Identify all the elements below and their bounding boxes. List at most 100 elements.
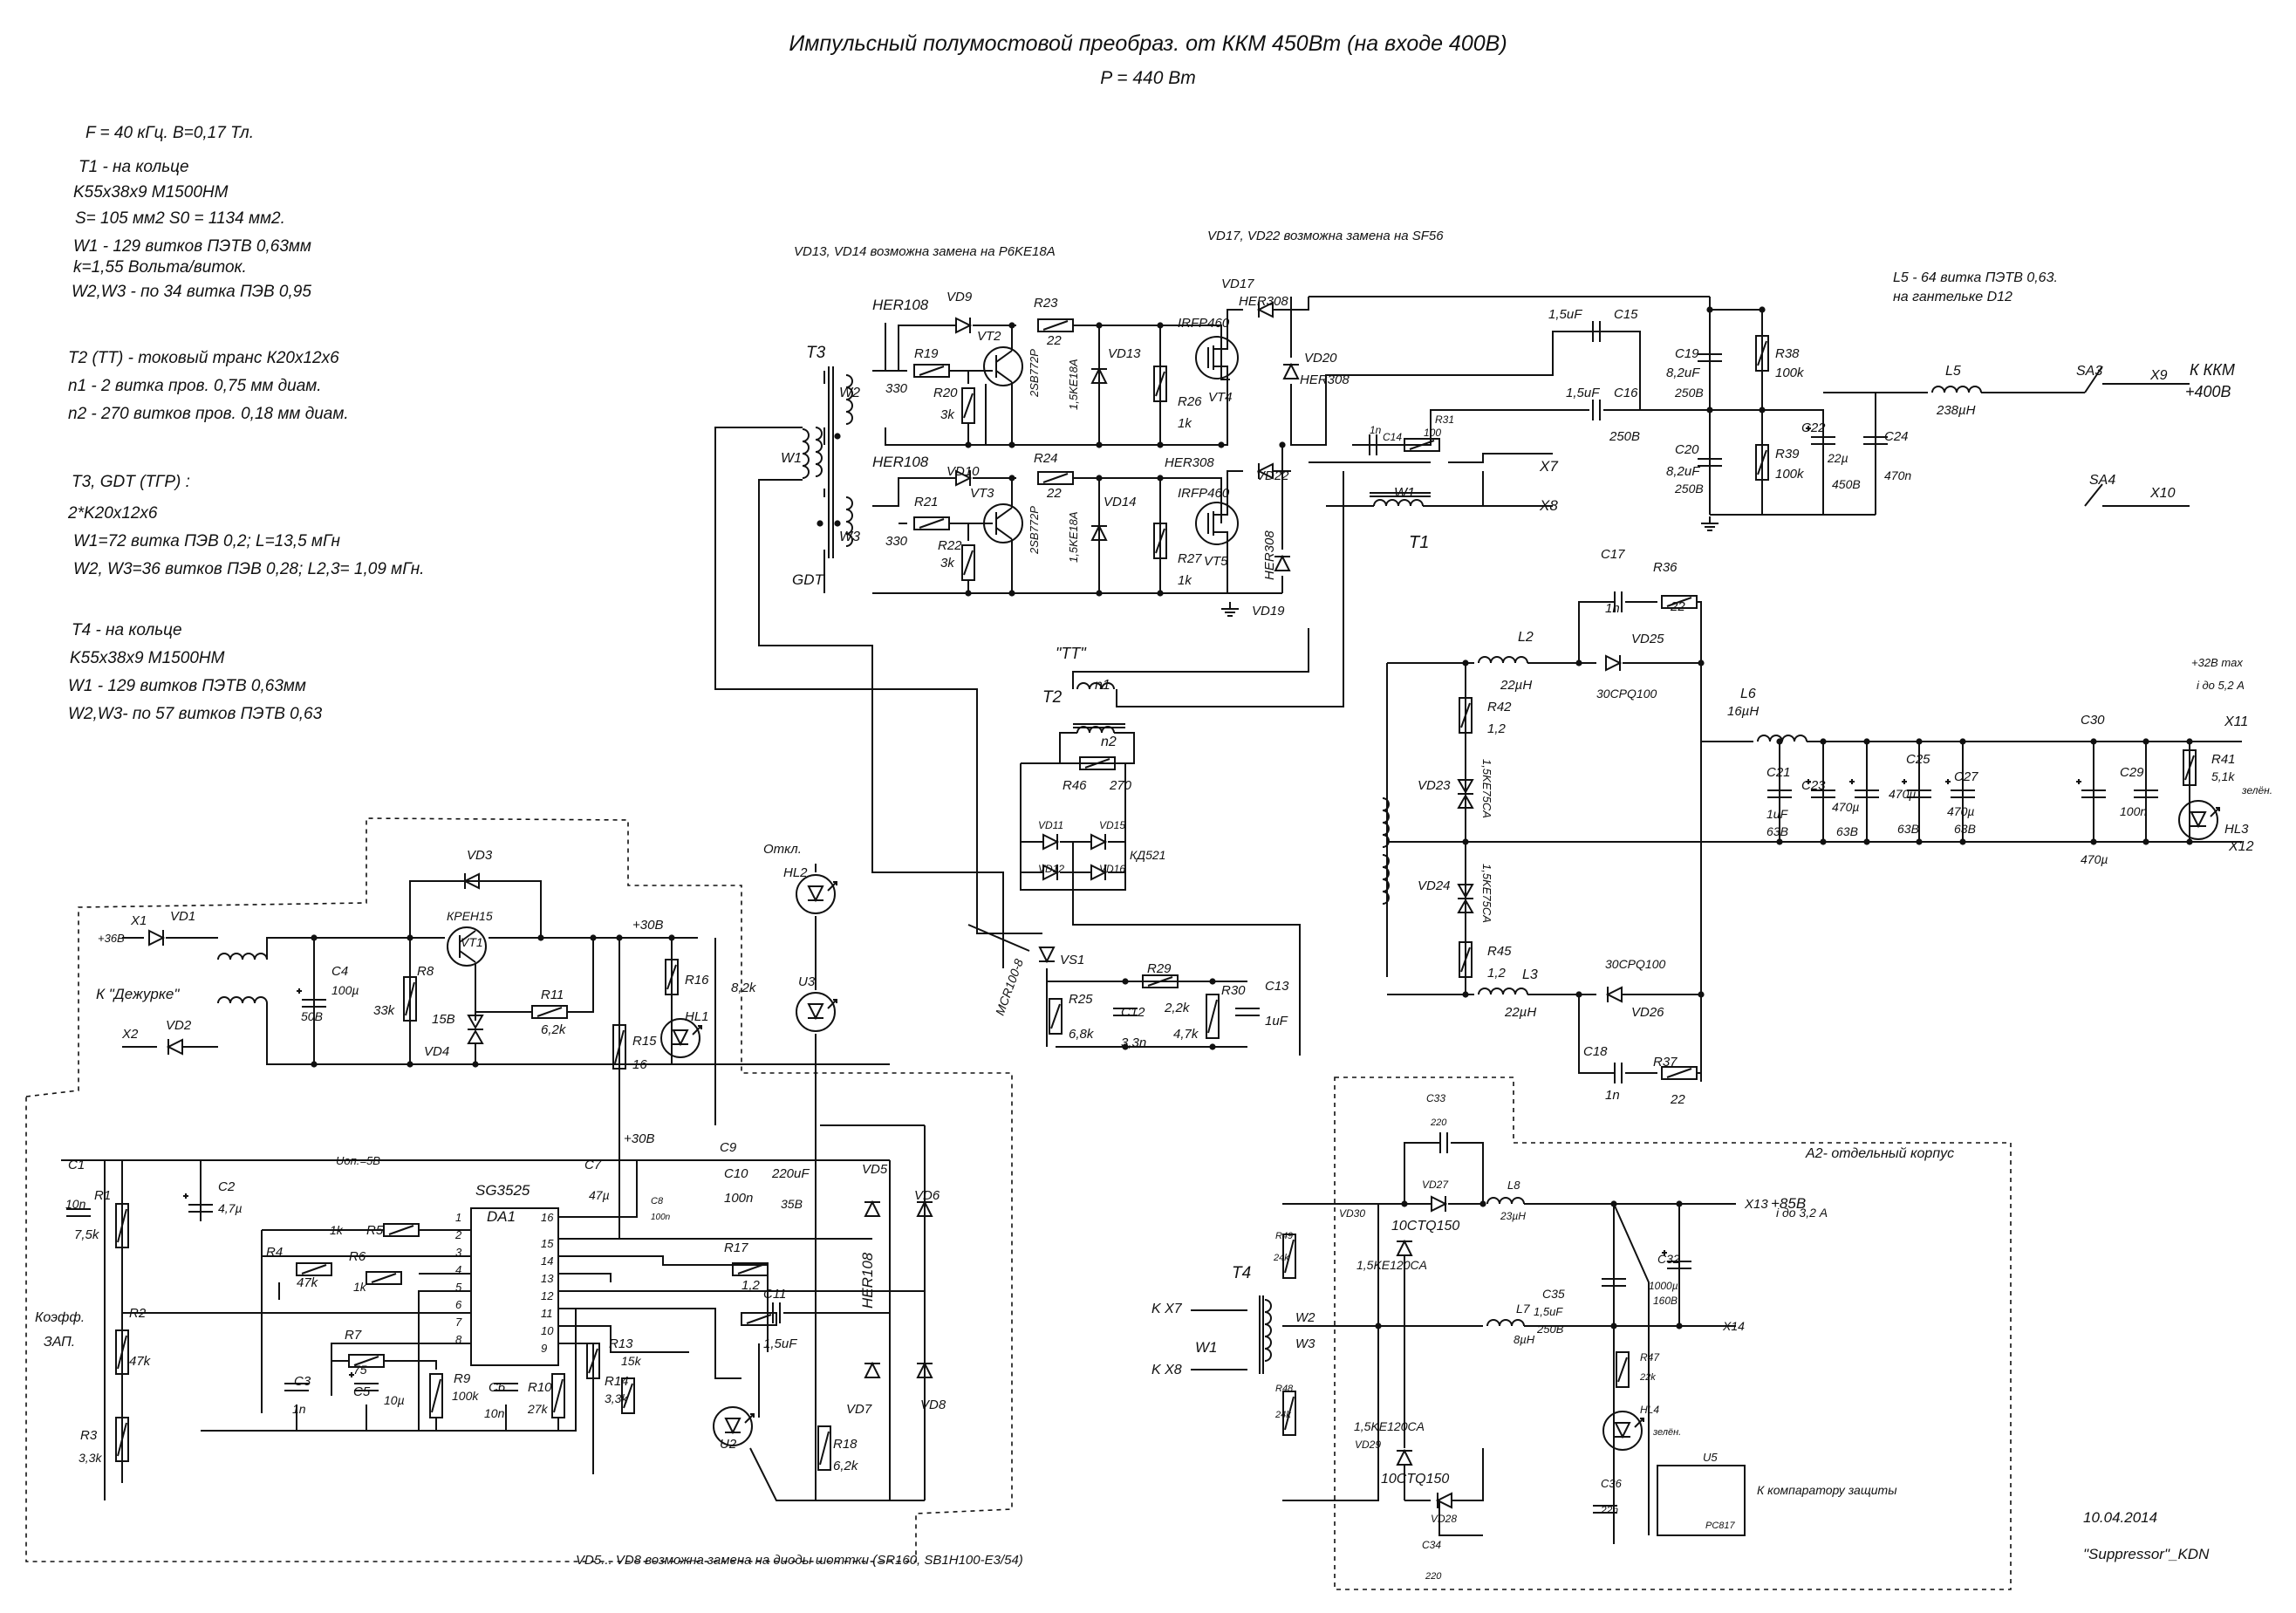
label-v15: 15B xyxy=(432,1012,455,1027)
label-r41: R41 xyxy=(2211,752,2236,767)
resistor-slash xyxy=(301,1264,327,1275)
note-line: T1 - на кольце xyxy=(79,158,189,176)
transistor-body xyxy=(983,346,1023,386)
resistor-slash xyxy=(963,550,974,576)
resistor-slash xyxy=(1460,947,1471,973)
note-line: n2 - 270 витков пров. 0,18 мм диам. xyxy=(68,405,349,423)
resistor xyxy=(913,516,950,530)
label-c19: C19 xyxy=(1675,346,1699,361)
diode xyxy=(807,885,824,903)
label-x9: X9 xyxy=(2149,368,2168,383)
resistor-slash xyxy=(117,1335,127,1370)
label-r17v: 1,2 xyxy=(741,1278,761,1293)
label-kzap: Коэфф. xyxy=(35,1310,85,1325)
label-c7v: 47µ xyxy=(589,1188,610,1202)
label-r19: R19 xyxy=(914,346,939,361)
label-c11v: 1,5uF xyxy=(763,1336,797,1351)
label-r38v: 100k xyxy=(1775,366,1805,380)
label-p7: 7 xyxy=(455,1316,462,1329)
label-vd28: VD28 xyxy=(1431,1513,1457,1525)
label-vd25: VD25 xyxy=(1631,632,1664,646)
label-c21v: 1uF xyxy=(1766,807,1789,821)
label-vd14: VD14 xyxy=(1104,495,1137,509)
label-r27v: 1k xyxy=(1178,573,1192,588)
note-line: W2,W3- по 57 витков ПЭТВ 0,63 xyxy=(68,705,323,723)
inductor xyxy=(1478,988,1528,995)
label-vd26: VD26 xyxy=(1631,1005,1664,1020)
inductor xyxy=(1373,499,1424,507)
label-kren: КРЕН15 xyxy=(447,909,493,923)
note-vd5: VD5... VD8 возможна замена на диоды шотт… xyxy=(576,1553,1023,1568)
label-r13: R13 xyxy=(609,1336,633,1351)
wire xyxy=(899,379,1228,446)
label-vd17: VD17 xyxy=(1221,277,1254,291)
label-her308b: HER308 xyxy=(1300,372,1350,387)
diode xyxy=(2190,811,2207,829)
label-r5v: 1k xyxy=(330,1223,344,1237)
resistor-slash xyxy=(1409,440,1435,450)
label-c21b: 63B xyxy=(1766,824,1788,838)
label-r23v: 22 xyxy=(1046,333,1062,348)
label-r14: R14 xyxy=(605,1374,629,1389)
label-p36: +36B xyxy=(98,932,125,945)
label-r21: R21 xyxy=(914,495,939,509)
resistor xyxy=(403,976,417,1022)
label-otkl: Откл. xyxy=(763,842,802,857)
label-x12: X12 xyxy=(2228,839,2254,854)
resistor-slash xyxy=(536,1007,563,1017)
label-r39: R39 xyxy=(1775,447,1800,461)
junction-dot xyxy=(1776,838,1783,845)
note-a2: A2- отдельный корпус xyxy=(1806,1146,1955,1161)
resistor xyxy=(531,1005,568,1019)
label-r30v: 4,7k xyxy=(1173,1027,1199,1042)
note-date: 10.04.2014 xyxy=(2083,1509,2158,1526)
label-c2: C2 xyxy=(218,1179,236,1194)
led-ray xyxy=(744,1413,755,1424)
label-r46v: 270 xyxy=(1109,778,1132,793)
wire xyxy=(1059,732,1135,764)
polarity-plus xyxy=(1662,1250,1667,1255)
label-c3v: 1n xyxy=(292,1402,306,1416)
label-r21v: 330 xyxy=(885,534,908,549)
resistor-slash xyxy=(371,1273,397,1283)
inductor xyxy=(217,953,268,960)
label-r20: R20 xyxy=(933,386,958,400)
label-c35v: 1,5uF xyxy=(1534,1305,1563,1318)
junction-dot xyxy=(1575,991,1582,998)
resistor xyxy=(913,364,950,378)
label-hl1: HL1 xyxy=(685,1009,709,1024)
winding xyxy=(1382,797,1390,848)
polarity-plus xyxy=(1902,779,1907,784)
resistor xyxy=(1459,697,1473,734)
label-r48v: 24k xyxy=(1274,1410,1291,1420)
label-vd16: VD16 xyxy=(1099,863,1125,875)
label-vd13: VD13 xyxy=(1108,346,1141,361)
label-l3: L3 xyxy=(1522,967,1538,982)
wire xyxy=(1072,628,1309,689)
label-w2b: W2 xyxy=(1295,1310,1315,1325)
label-l2: L2 xyxy=(1518,630,1534,645)
diode xyxy=(1042,864,1060,881)
label-r9: R9 xyxy=(454,1371,471,1386)
resistor xyxy=(1616,1351,1630,1388)
resistor xyxy=(348,1354,385,1368)
wire xyxy=(1451,1142,1484,1204)
label-r1: R1 xyxy=(94,1188,111,1203)
label-r41v: 5,1k xyxy=(2211,769,2235,783)
resistor-slash xyxy=(1284,1239,1295,1274)
resistor xyxy=(1037,471,1074,485)
resistor-slash xyxy=(1155,371,1165,397)
label-p400: +400В xyxy=(2185,383,2231,400)
junction-dot xyxy=(2142,838,2149,845)
label-c8: C8 xyxy=(651,1196,664,1206)
resistor xyxy=(115,1329,129,1375)
resistor-slash xyxy=(737,1264,763,1275)
label-r15: R15 xyxy=(632,1034,657,1049)
label-c20v: 8,2uF xyxy=(1666,464,1700,479)
label-r8v: 33k xyxy=(373,1003,396,1018)
transistor-body xyxy=(447,926,487,967)
diode xyxy=(864,1199,881,1217)
label-vd26p: 30CPQ100 xyxy=(1605,957,1665,971)
label-p8: 8 xyxy=(455,1333,462,1346)
